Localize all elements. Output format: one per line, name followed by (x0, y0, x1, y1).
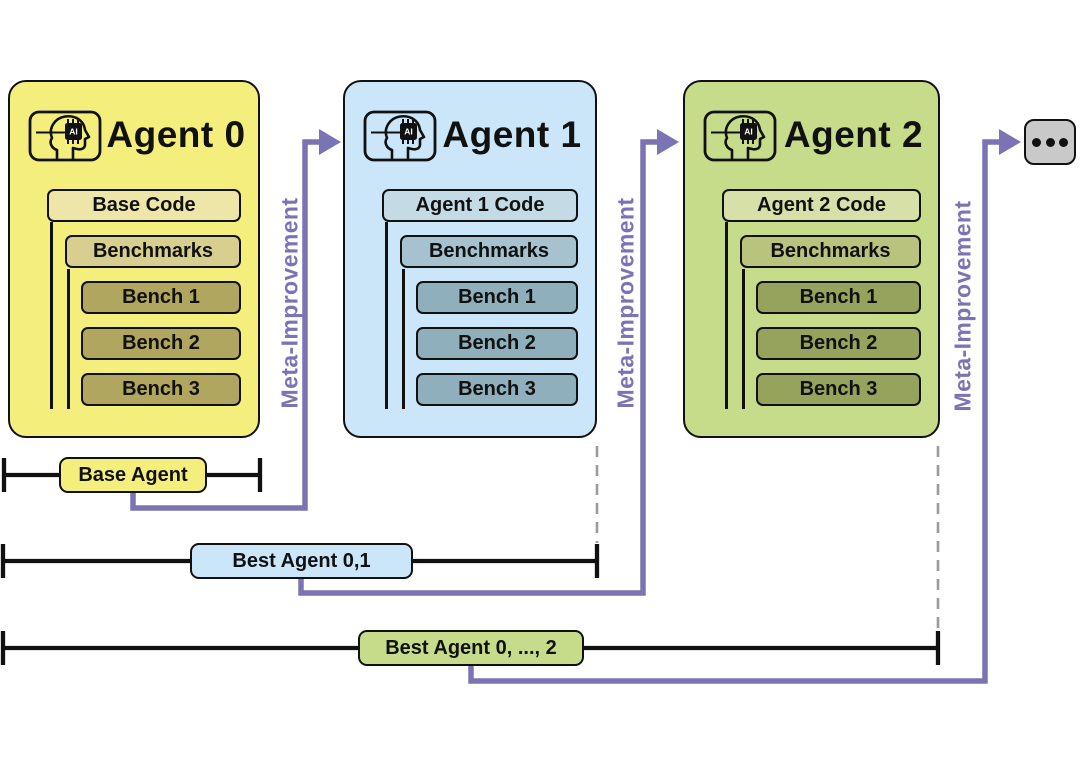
bench-box: Bench 3 (416, 373, 578, 406)
bench-box: Bench 3 (81, 373, 241, 406)
bench-box: Bench 2 (756, 327, 921, 360)
agent-2-card: AI Agent 2 Agent 2 Code Benchmarks Bench… (683, 80, 940, 438)
meta-improvement-arrows (130, 139, 1000, 684)
meta-improvement-label: Meta-Improvement (949, 200, 976, 412)
benchmarks-box: Benchmarks (65, 235, 241, 268)
bench-box: Bench 1 (416, 281, 578, 314)
meta-improvement-label: Meta-Improvement (276, 197, 303, 409)
tree-indent-line (725, 222, 728, 409)
bench-box: Bench 1 (81, 281, 241, 314)
agent-title: Agent 1 (442, 114, 582, 155)
arrowheads (319, 129, 1021, 155)
benchmarks-box: Benchmarks (400, 235, 578, 268)
benchmarks-box: Benchmarks (740, 235, 921, 268)
ai-head-chip-icon: AI (28, 110, 102, 162)
ai-head-chip-icon: AI (363, 110, 437, 162)
bench-box: Bench 2 (81, 327, 241, 360)
bracket-ticks-best-agent-02 (0, 631, 941, 665)
arrowhead-next (999, 129, 1021, 155)
more-agents-box (1024, 119, 1076, 165)
agent-code-box: Base Code (47, 189, 241, 222)
best-agent-0-to-2-label-box: Best Agent 0, ..., 2 (358, 630, 584, 666)
tree-indent-line (742, 269, 745, 409)
tree-indent-line (402, 269, 405, 409)
ai-head-chip-icon: AI (703, 110, 777, 162)
bench-box: Bench 2 (416, 327, 578, 360)
arrowhead-agent2 (657, 129, 679, 155)
agent-1-card: AI Agent 1 Agent 1 Code Benchmarks Bench… (343, 80, 597, 438)
agent-0-card: AI Agent 0 Base Code Benchmarks Bench 1 … (8, 80, 260, 438)
agent-code-box: Agent 2 Code (722, 189, 921, 222)
bracket-ticks-base-agent (1, 458, 263, 492)
arrow-path-agent1-to-agent2 (298, 139, 658, 596)
svg-text:AI: AI (744, 127, 753, 137)
base-agent-label-box: Base Agent (59, 457, 207, 493)
ellipsis-icon (1059, 137, 1068, 147)
arrow-path-agent0-to-agent1 (130, 139, 320, 511)
agent-title: Agent 0 (106, 114, 246, 155)
bench-box: Bench 3 (756, 373, 921, 406)
ellipsis-icon (1045, 137, 1055, 147)
arrow-path-agent2-to-next (468, 139, 1000, 684)
arrowhead-agent1 (319, 129, 341, 155)
tree-indent-line (67, 269, 70, 409)
ellipsis-icon (1032, 137, 1041, 147)
bracket-ticks-best-agent-01 (0, 544, 600, 578)
best-agent-01-label-box: Best Agent 0,1 (190, 543, 413, 579)
agent-title: Agent 2 (783, 114, 924, 155)
meta-improvement-label: Meta-Improvement (612, 197, 639, 409)
svg-text:AI: AI (69, 127, 78, 137)
agent-code-box: Agent 1 Code (382, 189, 578, 222)
tree-indent-line (385, 222, 388, 409)
svg-text:AI: AI (404, 127, 413, 137)
tree-indent-line (50, 222, 53, 409)
bench-box: Bench 1 (756, 281, 921, 314)
